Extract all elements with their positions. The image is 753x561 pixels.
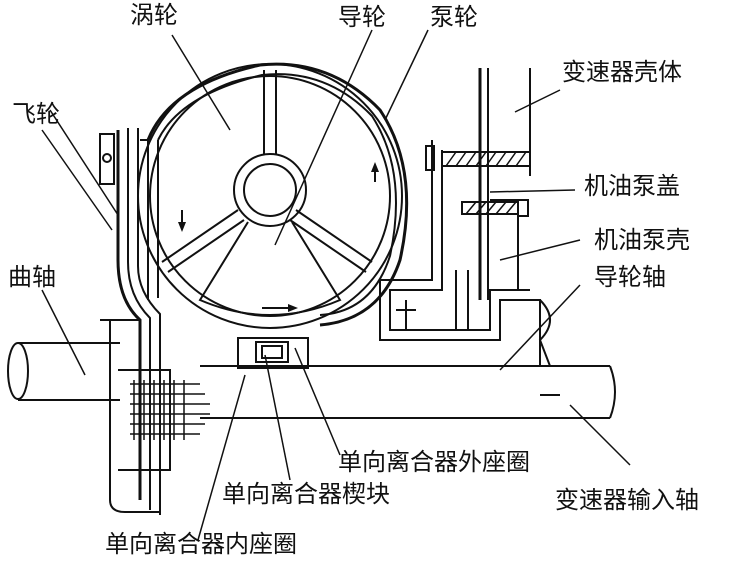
label-clutch-wedge: 单向离合器楔块 [222,480,390,508]
transmission-housing [425,68,551,367]
flywheel [99,128,161,515]
label-input-shaft: 变速器输入轴 [555,486,699,514]
stator-hub [233,153,307,227]
leader-lines [41,29,631,541]
input-shaft [200,365,616,419]
crankshaft [7,342,120,401]
label-oil-pump-cover: 机油泵盖 [584,172,680,200]
label-stator: 导轮 [338,3,386,31]
label-clutch-inner-race: 单向离合器内座圈 [105,530,297,558]
pump-wheel [137,63,403,329]
label-crankshaft: 曲轴 [8,263,56,291]
label-turbine: 涡轮 [130,1,178,29]
stator-vanes [161,70,373,316]
label-pump: 泵轮 [430,3,478,31]
label-clutch-outer-race: 单向离合器外座圈 [338,448,530,476]
label-flywheel: 飞轮 [12,100,60,128]
label-transmission-housing: 变速器壳体 [562,58,682,86]
flow-arrows [178,162,379,312]
one-way-clutch [237,337,309,369]
hub-splines [118,369,210,471]
label-stator-shaft: 导轮轴 [594,263,666,291]
label-oil-pump-housing: 机油泵壳 [594,226,690,254]
